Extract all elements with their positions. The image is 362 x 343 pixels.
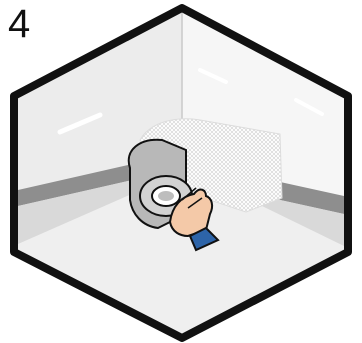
illustration: 4 bbox=[0, 0, 362, 343]
room-corner-diagram bbox=[0, 0, 362, 343]
